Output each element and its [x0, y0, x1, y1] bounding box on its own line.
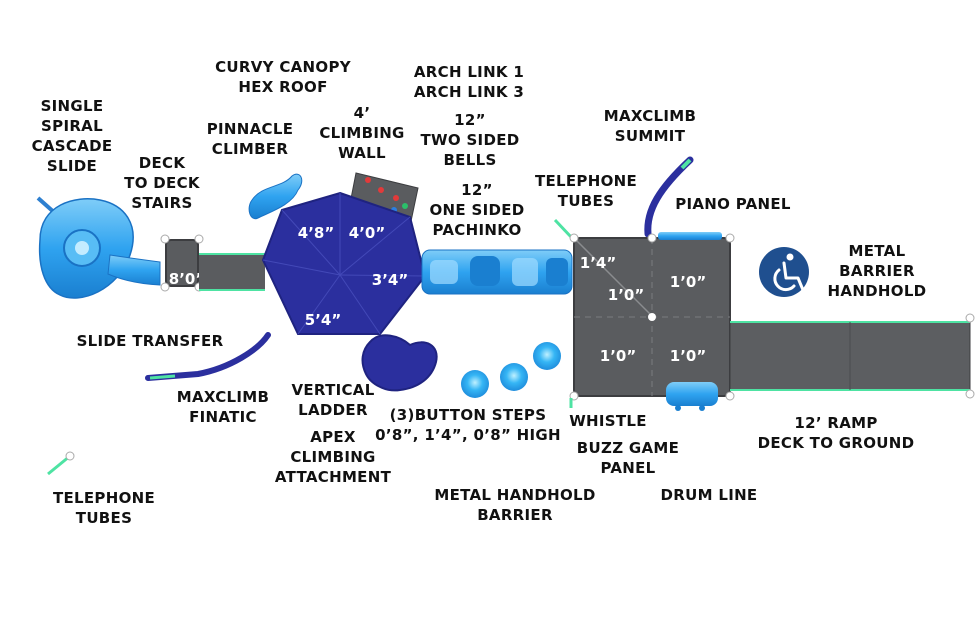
button-steps	[461, 342, 561, 398]
dim-deck-c: 1’0”	[670, 273, 706, 291]
label-maxclimb-finatic: MAXCLIMB FINATIC	[176, 388, 270, 426]
label-slide-transfer: SLIDE TRANSFER	[76, 332, 224, 350]
hex-roof: 4’8” 4’0” 3’4” 5’4”	[261, 191, 427, 335]
apex-climbing-attachment	[361, 334, 438, 392]
arch-link-bridge	[421, 249, 573, 295]
label-whistle: WHISTLE	[569, 412, 647, 430]
dim-hex-bottom: 5’4”	[305, 311, 341, 329]
dim-hex-top-right: 4’0”	[349, 224, 385, 242]
label-button-steps: (3)BUTTON STEPS 0’8”, 1’4”, 0’8” HIGH	[375, 406, 561, 444]
label-pinnacle-climber: PINNACLE CLIMBER	[206, 120, 294, 158]
label-curvy-canopy-hex-roof: CURVY CANOPY HEX ROOF	[215, 58, 351, 96]
dim-hex-right: 3’4”	[372, 271, 408, 289]
dim-deck-b: 1’0”	[608, 286, 644, 304]
label-telephone-tubes-top: TELEPHONE TUBES	[534, 172, 638, 210]
piano-panel	[658, 232, 722, 240]
label-maxclimb-summit: MAXCLIMB SUMMIT	[603, 107, 697, 145]
label-telephone-tubes-bottom: TELEPHONE TUBES	[52, 489, 156, 527]
ramp	[729, 313, 975, 399]
label-single-spiral-cascade-slide: SINGLE SPIRAL CASCADE SLIDE	[31, 97, 113, 175]
label-drum-line: DRUM LINE	[660, 486, 758, 504]
label-metal-barrier-handhold: METAL BARRIER HANDHOLD	[827, 242, 927, 300]
main-deck: 1’4” 1’0” 1’0” 1’0” 1’0”	[569, 233, 735, 401]
label-deck-to-deck-stairs: DECK TO DECK STAIRS	[124, 154, 200, 212]
telephone-tube-top	[553, 218, 574, 240]
label-buzz-game-panel: BUZZ GAME PANEL	[576, 439, 680, 477]
drum-line	[666, 382, 718, 411]
label-climbing-wall: 4’ CLIMBING WALL	[319, 104, 405, 162]
maxclimb-summit	[644, 156, 694, 238]
label-ramp: 12’ RAMP DECK TO GROUND	[757, 414, 915, 452]
wheelchair-icon	[759, 247, 809, 297]
dim-transfer: 8’0”	[169, 270, 205, 288]
telephone-tube-bottom	[47, 451, 75, 476]
label-piano-panel: PIANO PANEL	[675, 195, 791, 213]
label-vertical-ladder: VERTICAL LADDER	[291, 381, 375, 419]
spiral-slide	[36, 196, 161, 299]
label-metal-handhold-barrier: METAL HANDHOLD BARRIER	[434, 486, 596, 524]
dim-deck-e: 1’0”	[670, 347, 706, 365]
deck-to-deck-stairs	[199, 253, 265, 291]
slide-transfer-platform: 8’0”	[160, 234, 205, 292]
pinnacle-climber	[248, 173, 303, 220]
label-one-sided-pachinko: 12” ONE SIDED PACHINKO	[429, 181, 525, 239]
dim-deck-d: 1’0”	[600, 347, 636, 365]
maxclimb-finatic	[145, 332, 271, 381]
label-two-sided-bells: 12” TWO SIDED BELLS	[420, 111, 520, 169]
dim-deck-a: 1’4”	[580, 254, 616, 272]
dim-hex-top-left: 4’8”	[298, 224, 334, 242]
label-apex-climbing-attachment: APEX CLIMBING ATTACHMENT	[274, 428, 392, 486]
label-arch-link: ARCH LINK 1 ARCH LINK 3	[413, 63, 525, 101]
